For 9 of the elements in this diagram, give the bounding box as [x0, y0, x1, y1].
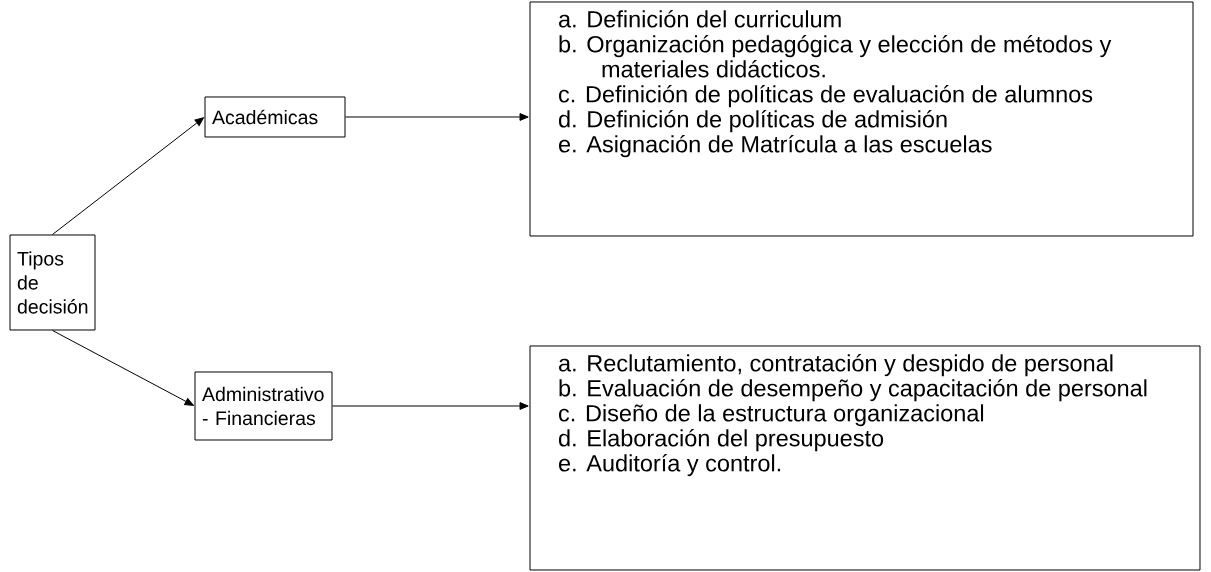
decision-box: Académicas	[204, 96, 346, 138]
list-box: a. Definición del curriculum b. Organización pedagógica y elección de métodos y materiales didácticos. c. Definición de políticas de evaluación de alumnos d. Definición de políticas de admisión e. Asignación de Matrícula a las escuelas	[529, 1, 1194, 237]
arrow	[345, 113, 529, 121]
list-box: a. Reclutamiento, contratación y despido de personal b. Evaluación de desempeño y capacitación de personal c. Diseño de la estructura organizacional d. Elaboración del presupuesto e. Auditoría y control.	[529, 345, 1201, 571]
arrow	[332, 402, 529, 410]
decision-box: Tipos de decisión	[9, 234, 96, 331]
arrow	[52, 330, 194, 406]
decision-box: Administrativo - Financieras	[194, 371, 333, 441]
arrow	[52, 117, 204, 235]
